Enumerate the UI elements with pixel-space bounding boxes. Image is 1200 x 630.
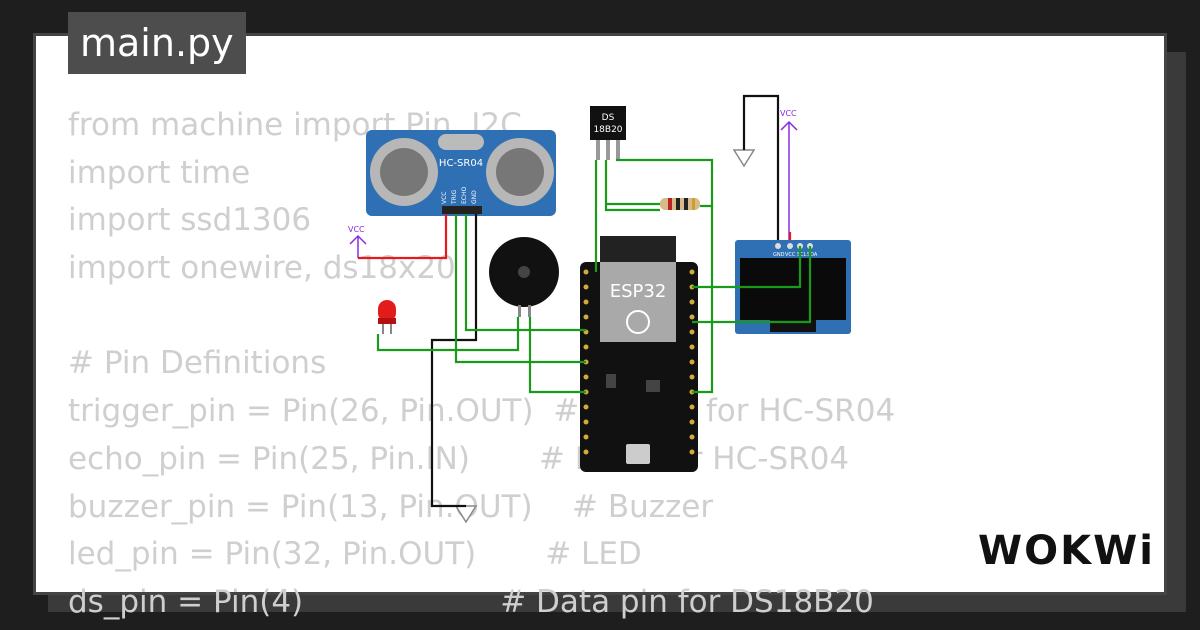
code-line: import onewire, ds18x20 [68,250,456,287]
code-line: # Pin Definitions [68,345,327,382]
buzzer[interactable] [489,237,559,317]
ground-symbol-top [732,149,756,168]
ground-symbol-bottom [454,505,478,524]
oled-pin-scl: SCL [797,252,807,258]
hcsr04-pin-echo: ECHO [461,187,468,204]
ds18b20-label-1: DS [602,113,615,123]
resistor[interactable] [660,198,700,210]
wokwi-logo[interactable]: WOKWi [978,528,1155,574]
code-line: import time [68,154,251,191]
file-tab[interactable]: main.py [68,12,246,74]
code-line: led_pin = Pin(32, Pin.OUT) # LED [68,536,642,573]
wires [358,94,812,508]
oled-pin-sda: SDA [807,252,818,258]
esp32-label: ESP32 [610,281,667,302]
ds18b20-label-2: 18B20 [593,125,622,135]
oled-pin-vcc: VCC [785,252,796,258]
code-line: import ssd1306 [68,202,312,239]
oled-pin-gnd: GND [773,252,785,258]
hcsr04-sensor[interactable]: HC-SR04 VCC TRIG ECHO GND [366,130,556,216]
hcsr04-pin-gnd: GND [471,190,478,204]
vcc-symbol-left: VCC [348,225,367,258]
svg-text:VCC: VCC [780,109,797,118]
hcsr04-pin-trig: TRIG [451,189,458,205]
ds18b20-sensor[interactable]: DS 18B20 [590,106,626,160]
code-line: ds_pin = Pin(4) # Data pin for DS18B20 [68,583,874,620]
hcsr04-label: HC-SR04 [439,158,483,169]
code-line: from machine import Pin, I2C [68,107,522,143]
svg-text:VCC: VCC [348,225,365,234]
code-preview: from machine import Pin, I2C import time i… [68,102,895,627]
hcsr04-pin-vcc: VCC [441,192,448,204]
esp32-board[interactable]: ESP32 [580,236,698,472]
led[interactable] [378,300,396,334]
vcc-symbol-right: VCC [780,109,798,240]
